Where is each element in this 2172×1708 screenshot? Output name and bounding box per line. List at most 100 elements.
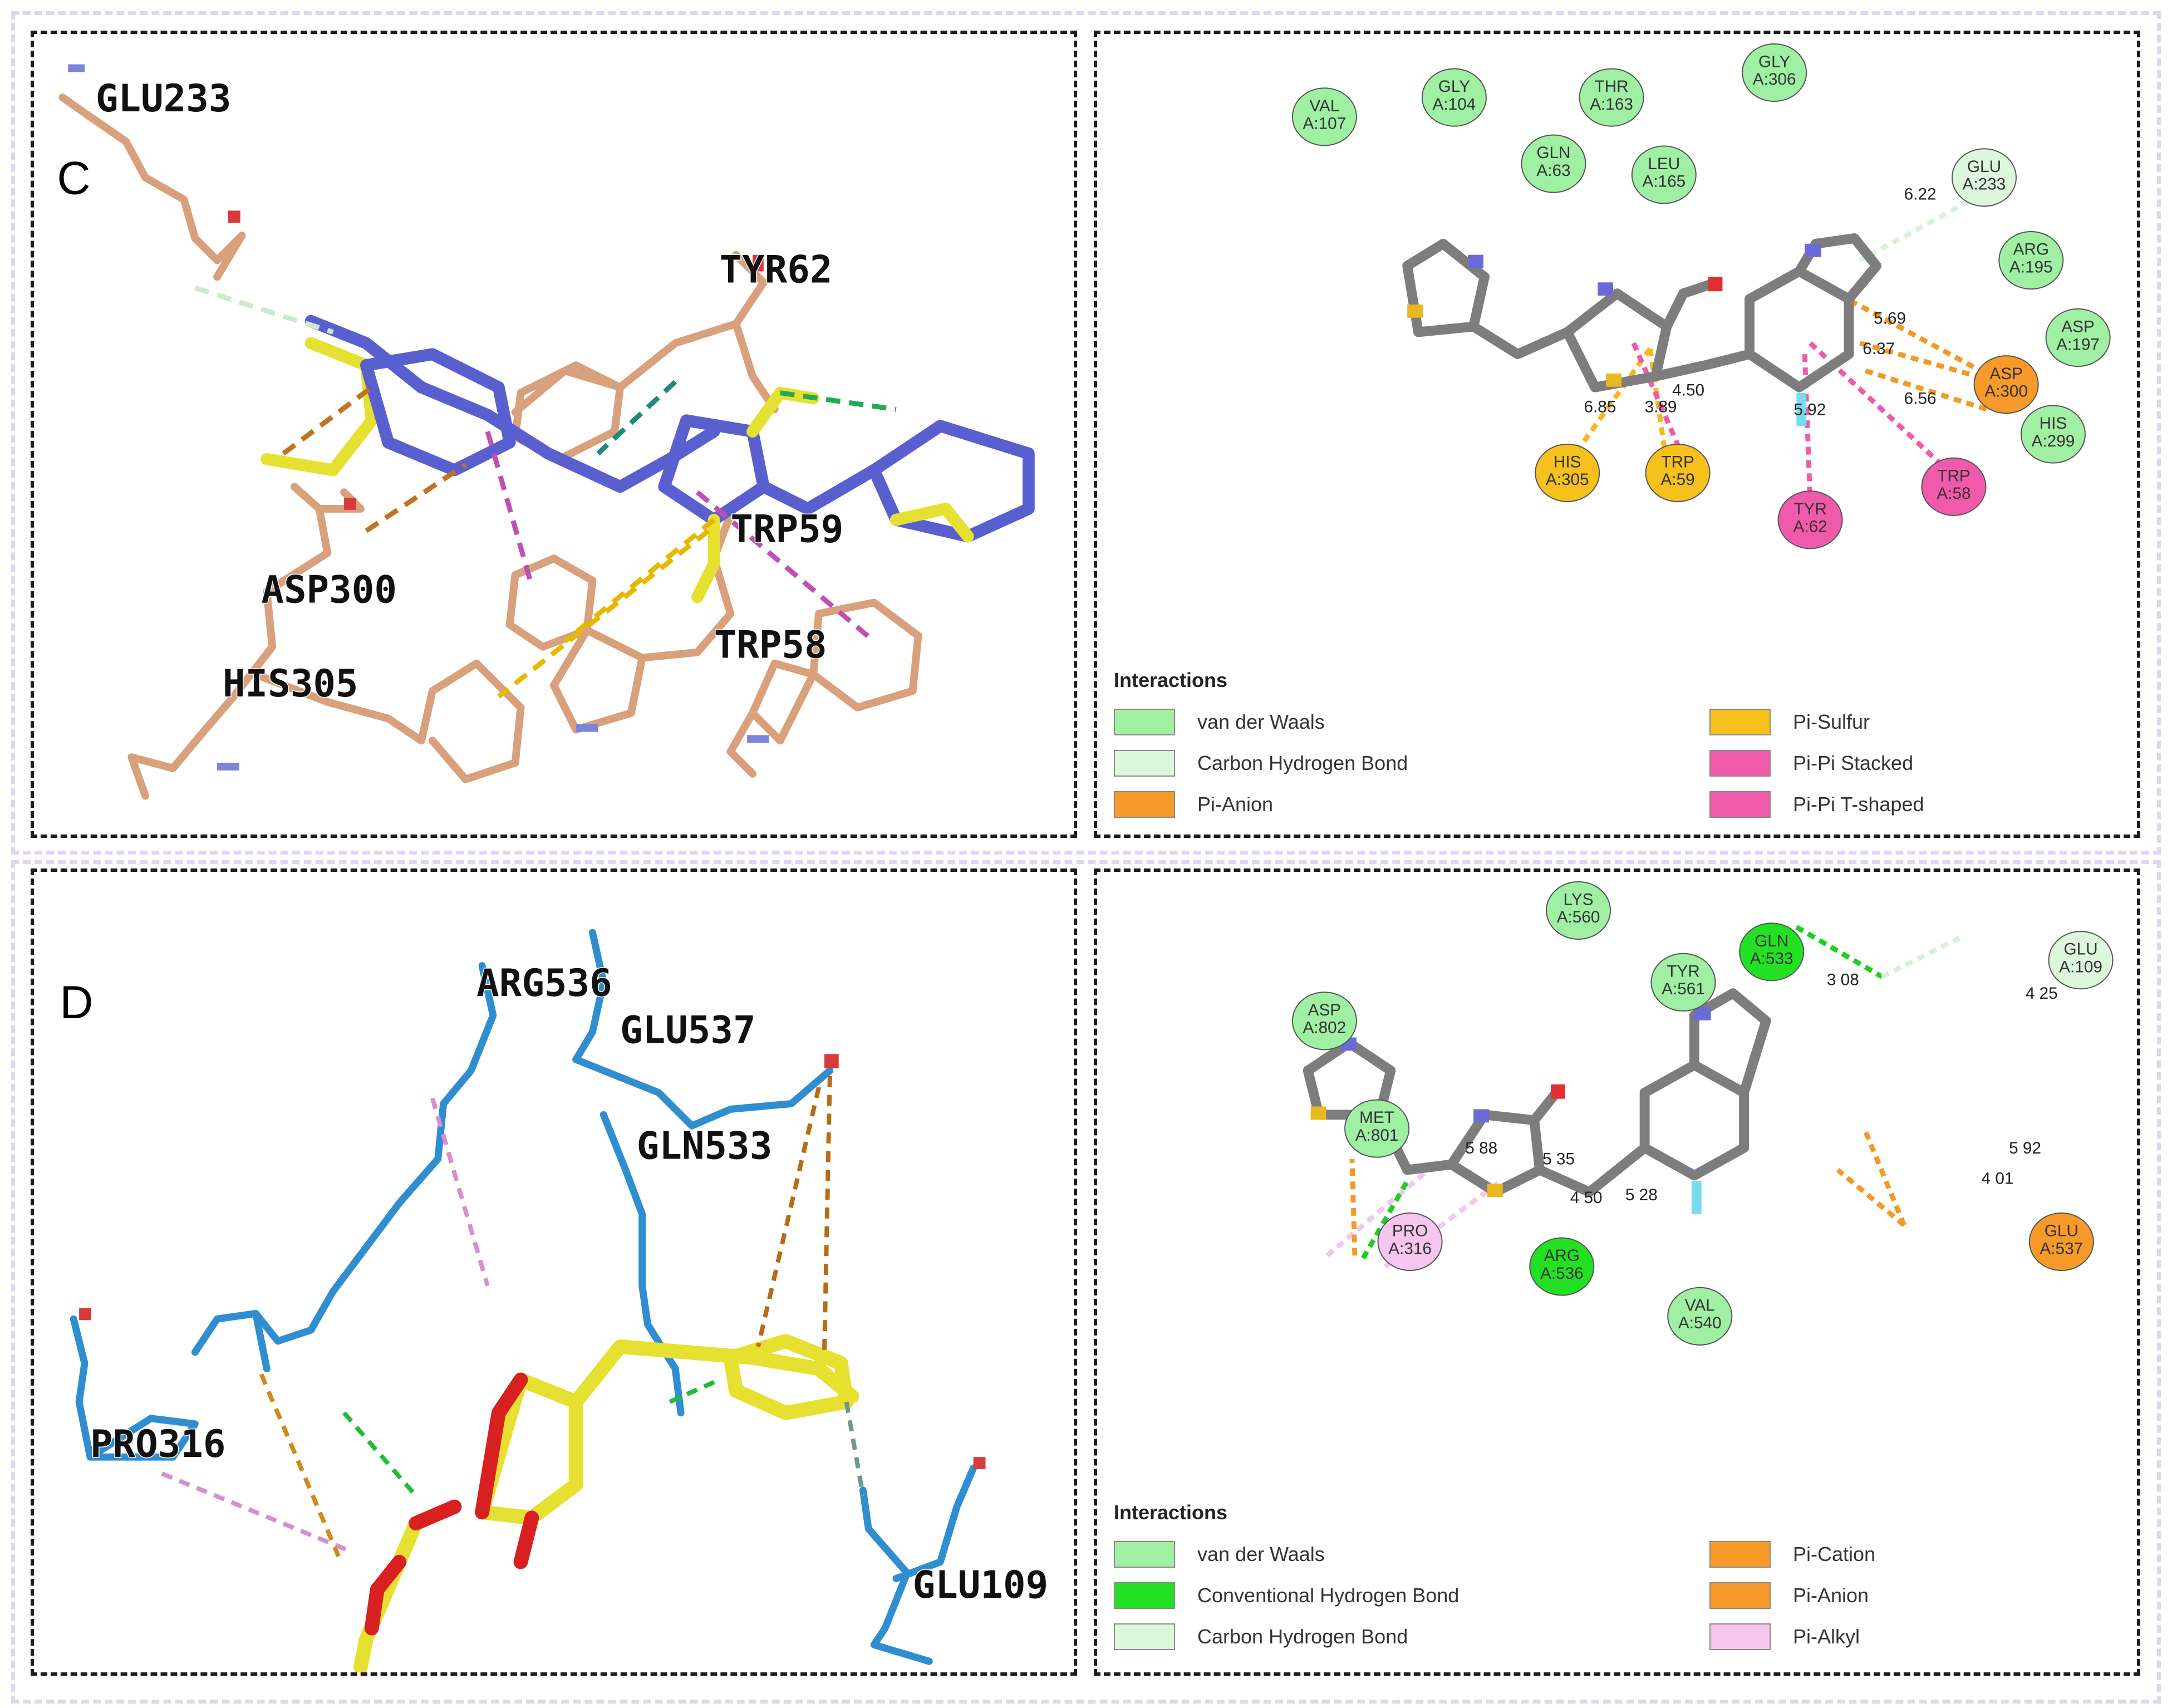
pi-anion-asp300-b	[365, 462, 467, 533]
residue-label-asp300: ASP300	[261, 567, 397, 611]
trp58-tail	[726, 709, 756, 778]
d2d-line-arg536-a	[1349, 1159, 1358, 1256]
svg-text:GLN: GLN	[1755, 932, 1788, 950]
svg-text:A:107: A:107	[1303, 115, 1347, 133]
svg-text:A:316: A:316	[1388, 1239, 1432, 1258]
svg-text:A:561: A:561	[1662, 980, 1705, 998]
c2d-atom-f	[1796, 392, 1807, 426]
panel-c-3d: C	[31, 31, 1077, 838]
legend-swatch	[1709, 750, 1771, 777]
svg-text:A:195: A:195	[2009, 258, 2053, 276]
d2d-line-pro316-b	[1383, 1179, 1503, 1269]
d2d-ligand	[1303, 988, 1771, 1197]
ligand-backbone	[304, 315, 720, 493]
arg536-guanidine	[191, 1309, 315, 1356]
glu233-carboxyl	[213, 232, 246, 281]
legend-swatch	[1709, 1582, 1771, 1609]
residue-label-arg536: ARG536	[476, 961, 612, 1005]
d2d-line-pro316-a	[1325, 1162, 1437, 1258]
d2d-dist-4-01: 4 01	[1982, 1169, 2014, 1187]
trp58-ring-a	[809, 598, 922, 711]
svg-text:GLN: GLN	[1536, 144, 1570, 162]
svg-text:HIS: HIS	[2040, 414, 2067, 433]
d2d-pyrrole	[1689, 988, 1771, 1095]
d3d-ligand-ring-o	[475, 1372, 528, 1520]
legend-swatch	[1114, 1541, 1175, 1568]
gln533-chain	[599, 1111, 685, 1417]
c2d-carbonyl	[1662, 277, 1718, 329]
c2d-thiazolidinone	[1562, 288, 1672, 392]
d3d-hbond-gln533	[669, 1377, 721, 1404]
svg-text:ASP: ASP	[2061, 318, 2095, 336]
legend-swatch	[1709, 1623, 1771, 1650]
svg-text:LYS: LYS	[1564, 891, 1594, 909]
svg-text:A:197: A:197	[2056, 335, 2100, 354]
d3d-o-pro316	[79, 1308, 91, 1321]
legend-swatch	[1114, 1623, 1175, 1650]
d2d-dist-4-25: 4 25	[2026, 984, 2058, 1003]
c2d-line-tyr62	[1802, 354, 1813, 504]
svg-text:GLU: GLU	[1967, 158, 2001, 176]
c2d-benzene	[1745, 266, 1854, 392]
svg-text:ARG: ARG	[1544, 1246, 1580, 1265]
d3d-o-glu109	[973, 1457, 986, 1470]
svg-text:A:104: A:104	[1433, 95, 1476, 114]
c2d-distances: 6.22 5.69 6.37 4.50 6.85 3.89 6.56 5.92	[1584, 185, 1936, 419]
c2d-line-asp300-a	[1825, 286, 2008, 387]
interaction-dashes	[194, 285, 897, 699]
c2d-atom-o	[1708, 277, 1723, 292]
svg-text:A:59: A:59	[1660, 470, 1694, 489]
svg-text:GLY: GLY	[1438, 77, 1470, 96]
d3d-pi-alkyl-a	[430, 1097, 490, 1287]
svg-text:A:537: A:537	[2040, 1239, 2083, 1258]
c2d-dist-6-22: 6.22	[1904, 185, 1937, 204]
c2d-dist-6-85: 6.85	[1584, 397, 1616, 416]
svg-text:A:540: A:540	[1678, 1314, 1722, 1332]
pi-donor	[596, 380, 677, 455]
d2d-atom-o	[1550, 1084, 1565, 1099]
d3d-hbond-arg536	[342, 1411, 418, 1498]
svg-text:TRP: TRP	[1661, 453, 1694, 472]
d3d-o-glu537	[824, 1054, 839, 1069]
d3d-pi-alkyl-b	[161, 1471, 351, 1553]
d3d-ligand-red-tail	[364, 1554, 407, 1636]
legend-swatch	[1709, 709, 1771, 735]
c2d-ligand-atoms	[1407, 243, 1821, 426]
d3d-pi-anion-a	[756, 1086, 821, 1347]
c2d-line-his305	[1565, 347, 1653, 467]
d2d-benzene	[1639, 1060, 1750, 1181]
ligand-thiazole-s	[890, 502, 974, 543]
svg-text:VAL: VAL	[1685, 1296, 1715, 1314]
residue-label-glu537: GLU537	[620, 1008, 756, 1052]
c2d-legend-item-carbon-hydrogen-bond: Carbon Hydrogen Bond	[1114, 747, 1408, 780]
his305-stick	[252, 659, 525, 783]
d3d-oxygen-tips	[79, 1054, 986, 1470]
d2d-dist-5-88: 5 88	[1465, 1139, 1497, 1157]
glu537-chain	[572, 1056, 834, 1130]
c2d-dist-4-50: 4.50	[1672, 381, 1704, 400]
svg-text:GLY: GLY	[1758, 53, 1790, 71]
svg-text:A:109: A:109	[2059, 958, 2102, 976]
o-tip-asp300	[344, 498, 356, 510]
pi-pi-trp58	[695, 490, 876, 644]
svg-text:VAL: VAL	[1309, 97, 1339, 115]
asp300-stick	[169, 483, 332, 772]
d2d-atom-f	[1691, 1181, 1702, 1214]
d3d-ligand-o2	[513, 1510, 539, 1569]
n-tip-trp58	[747, 735, 769, 743]
svg-text:A:801: A:801	[1355, 1126, 1399, 1145]
d2d-atom-s1	[1310, 1106, 1326, 1120]
